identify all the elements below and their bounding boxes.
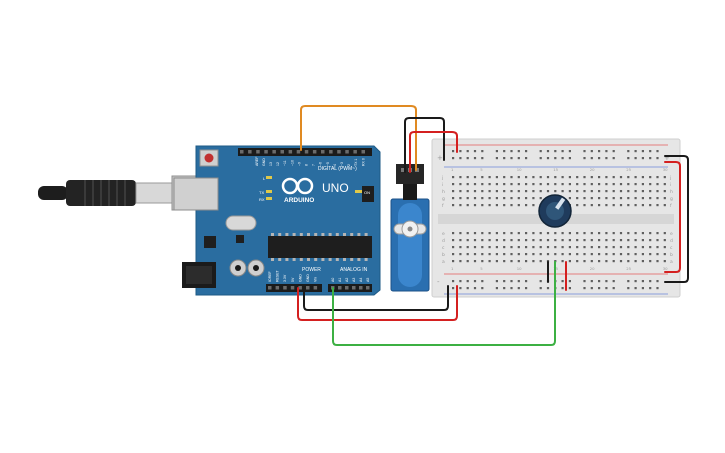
breadboard-column-label: 20 [590,266,595,271]
arduino-logo: ARDUINO [281,177,314,204]
wire-orange [300,105,417,171]
wire-black-rail [664,155,689,283]
digital-pin-label: ~11 [283,160,287,166]
breadboard-column-label: 25 [626,167,631,172]
breadboard-row-label: e [442,232,445,237]
arduino-uno-board[interactable]: ARDUINO UNO DIGITAL (PWM~) POWER ANALOG … [173,145,381,296]
analog-pin-label: A0 [331,278,335,282]
rx-led-label: RX [259,197,265,202]
digital-pin-label: TX 1 [354,159,358,166]
rail-plus-label-right: + [664,154,670,162]
power-pin-label: 5V [291,277,295,282]
breadboard-column-label: 1 [451,266,454,271]
breadboard-row-label: j [669,175,671,181]
on-led [355,190,362,193]
breadboard-row-label: i [442,182,443,188]
digital-header-label: DIGITAL (PWM~) [318,166,357,172]
power-pin-label: RESET [276,269,280,282]
gnd-label: GND [262,158,266,166]
l-led [266,176,272,179]
wire-black-servo [404,117,445,173]
wire-green-a0 [332,261,556,346]
breadboard-column-label: 25 [626,266,631,271]
breadboard-row-label: i [670,182,671,188]
breadboard-column-label: 30 [663,266,668,271]
digital-pin-label: ~6 [319,162,323,166]
digital-pin-label: 7 [312,164,316,166]
breadboard-column-label: 5 [480,167,483,172]
breadboard-row-label: e [670,232,673,237]
breadboard-row-label: b [442,252,445,258]
power-header-label: POWER [302,267,321,273]
digital-pin-label: 12 [276,162,280,166]
breadboard-row-label: c [442,246,445,251]
digital-pin-label: 2 [347,164,351,166]
potentiometer[interactable] [538,194,572,228]
digital-pin-label: ~5 [326,162,330,166]
breadboard-row-label: f [670,203,672,209]
crystal [225,215,257,231]
on-led-label: ON [364,190,370,195]
model-label: UNO [322,181,349,195]
digital-pin-label: ~3 [340,162,344,166]
tx-led-label: TX [259,190,264,195]
breadboard-row-label: g [442,197,445,202]
breadboard-column-label: 10 [517,167,522,172]
digital-pin-label: ~10 [290,160,294,166]
analog-pin-label: A5 [366,278,370,282]
breadboard-row-label: c [670,246,673,251]
digital-pin-label: ~9 [297,162,301,166]
power-pin-label: GND [298,274,302,282]
analog-header-label: ANALOG IN [340,267,368,273]
breadboard-column-label: 10 [517,266,522,271]
breadboard-column-label: 15 [553,167,558,172]
analog-header [328,284,372,292]
tx-led [266,190,272,193]
analog-pin-label: A2 [345,278,349,282]
breadboard-row-label: j [441,175,443,181]
wire-red-servo [409,131,458,173]
usb-port [173,177,219,211]
icsp-header [362,186,374,202]
breadboard-row-label: h [670,189,673,195]
breadboard-row-label: a [442,260,445,265]
digital-pin-label: 4 [333,164,337,166]
rail-minus-label: - [437,278,440,286]
breadboard-row-label: f [442,203,444,209]
brand-label: ARDUINO [284,197,314,204]
digital-pin-label: 13 [269,162,273,166]
breadboard-row-label: b [670,252,673,258]
rx-led [266,197,272,200]
wire-red-5v [297,285,458,321]
power-pin-label: 3.3V [283,274,287,282]
digital-pin-label: 8 [305,164,309,166]
analog-pin-label: A1 [338,278,342,282]
analog-pin-label: A3 [352,278,356,282]
breadboard-row-label: d [670,238,673,244]
breadboard-column-label: 5 [480,266,483,271]
breadboard-row-label: d [442,238,445,244]
l-led-label: L [263,176,266,181]
microcontroller-chip [268,236,372,258]
breadboard-column-label: 20 [590,167,595,172]
breadboard-column-label: 30 [663,167,668,172]
analog-pin-label: A4 [359,278,363,282]
breadboard-column-label: 1 [451,167,454,172]
voltage-regulator [204,236,216,248]
wire-red-rail [664,161,681,273]
breadboard-row-label: h [442,189,445,195]
wire-black-gnd [303,285,449,311]
rail-plus-label: + [437,154,443,162]
power-pin-label: IOREF [268,271,272,282]
digital-pin-label: RX 0 [361,158,365,166]
servo-motor[interactable] [390,164,430,292]
power-pin-label: GND [306,274,310,282]
breadboard-row-label: g [670,197,673,202]
power-pin-label: Vin [314,277,318,282]
breadboard-row-label: a [670,260,673,265]
aref-label: AREF [255,157,259,166]
